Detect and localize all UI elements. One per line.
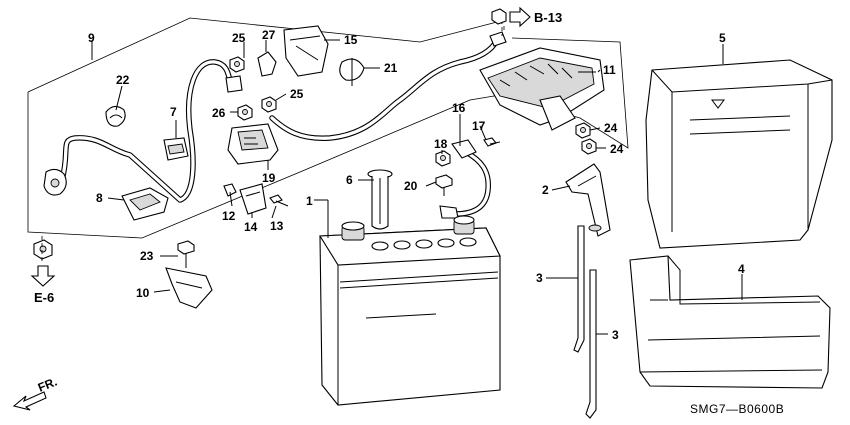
bolt-23 [177,240,195,268]
callout-15: 15 [344,33,358,47]
leader-lines [41,20,743,335]
nut-25-a [229,56,245,73]
callout-5: 5 [719,31,726,45]
callout-14: 14 [244,220,258,234]
terminal-block [227,123,279,165]
callout-12: 12 [222,209,236,223]
callout-23: 23 [140,249,154,263]
battery-cable [43,31,507,203]
battery [319,215,501,406]
ref-arrow-b13 [491,6,531,30]
callout-24-a: 24 [604,121,618,135]
callout-10: 10 [136,286,150,300]
callout-labels: 1 2 3 3 4 5 6 7 8 9 10 11 12 13 14 15 16… [88,28,745,342]
battery-tray-4 [629,255,831,389]
nut-18 [435,150,451,167]
callout-22: 22 [116,73,130,87]
bolt-17 [483,137,501,147]
callout-27: 27 [262,28,276,42]
nut-left [33,239,53,260]
ref-arrow-e6 [30,265,56,287]
hold-down-rod-a [573,225,585,353]
drawing-code: SMG7—B0600B [690,402,784,416]
callout-3-a: 3 [536,271,543,285]
callout-8: 8 [96,191,103,205]
fuse-box [479,47,605,131]
callout-9: 9 [88,31,95,45]
front-direction-arrow [12,391,47,411]
terminal-12 [223,183,237,197]
terminal-cover [283,25,329,77]
callout-16: 16 [452,101,466,115]
callout-3-b: 3 [612,328,619,342]
callout-19: 19 [262,171,276,185]
callout-18: 18 [434,137,448,151]
callout-17: 17 [472,119,486,133]
nut-25-b [261,96,277,113]
cable-clip-21 [339,58,365,86]
cable-clip-22 [105,105,126,127]
bracket-10 [165,267,213,309]
callout-20: 20 [404,179,418,193]
battery-clamp-2 [565,163,611,237]
callout-7: 7 [170,105,177,119]
callout-11: 11 [603,63,616,77]
cable-holder-7 [163,137,189,161]
callout-13: 13 [270,219,284,233]
front-direction-label: FR. [36,375,59,395]
nut-26 [237,104,253,121]
terminal-cap-6 [367,169,393,230]
callout-4: 4 [738,262,745,276]
hold-down-rod-b [585,269,597,419]
bracket-27 [257,51,277,77]
callout-24-b: 24 [610,142,624,156]
bolt-20 [435,174,453,196]
battery-box-5 [645,59,833,249]
nut-24-b [581,138,597,155]
bolt-13 [269,194,289,207]
callout-2: 2 [542,183,549,197]
callout-26: 26 [212,106,226,120]
callout-25-b: 25 [290,87,304,101]
callout-6: 6 [346,173,353,187]
callout-25-a: 25 [232,31,246,45]
ground-cable-16 [439,139,491,219]
terminal-cover-8 [121,187,169,221]
terminal-clamp-14 [239,183,267,215]
callout-21: 21 [384,61,398,75]
callout-1: 1 [306,194,313,208]
reference-b13: B-13 [534,10,562,25]
nut-24-a [575,122,591,139]
reference-e6: E-6 [34,290,54,305]
